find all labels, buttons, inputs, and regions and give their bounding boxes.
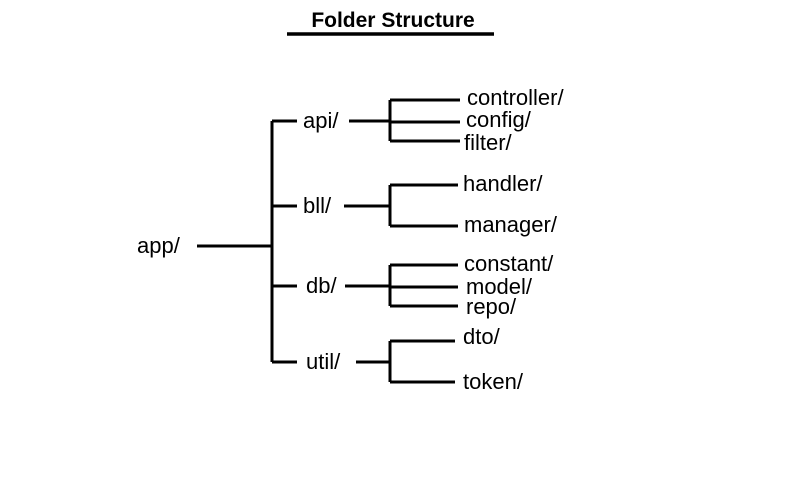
folder-label-handler: handler/	[463, 171, 543, 196]
root-folder-label: app/	[137, 233, 181, 258]
folder-label-manager: manager/	[464, 212, 558, 237]
folder-label-controller: controller/	[467, 85, 564, 110]
branch-util: util/ dto/ token/	[306, 324, 524, 394]
folder-label-bll: bll/	[303, 193, 332, 218]
diagram-title: Folder Structure	[311, 9, 474, 32]
folder-label-util: util/	[306, 349, 341, 374]
folder-label-constant: constant/	[464, 251, 554, 276]
branch-bll: bll/ handler/ manager/	[303, 171, 558, 237]
folder-label-db: db/	[306, 273, 337, 298]
folder-label-model: model/	[466, 274, 533, 299]
folder-label-token: token/	[463, 369, 524, 394]
folder-label-filter: filter/	[464, 130, 513, 155]
folder-label-config: config/	[466, 107, 532, 132]
branch-api: api/ controller/ config/ filter/	[303, 85, 564, 155]
folder-label-api: api/	[303, 108, 339, 133]
folder-label-dto: dto/	[463, 324, 501, 349]
branch-db: db/ constant/ model/ repo/	[306, 251, 554, 319]
folder-label-repo: repo/	[466, 294, 517, 319]
root-connectors	[197, 119, 297, 364]
